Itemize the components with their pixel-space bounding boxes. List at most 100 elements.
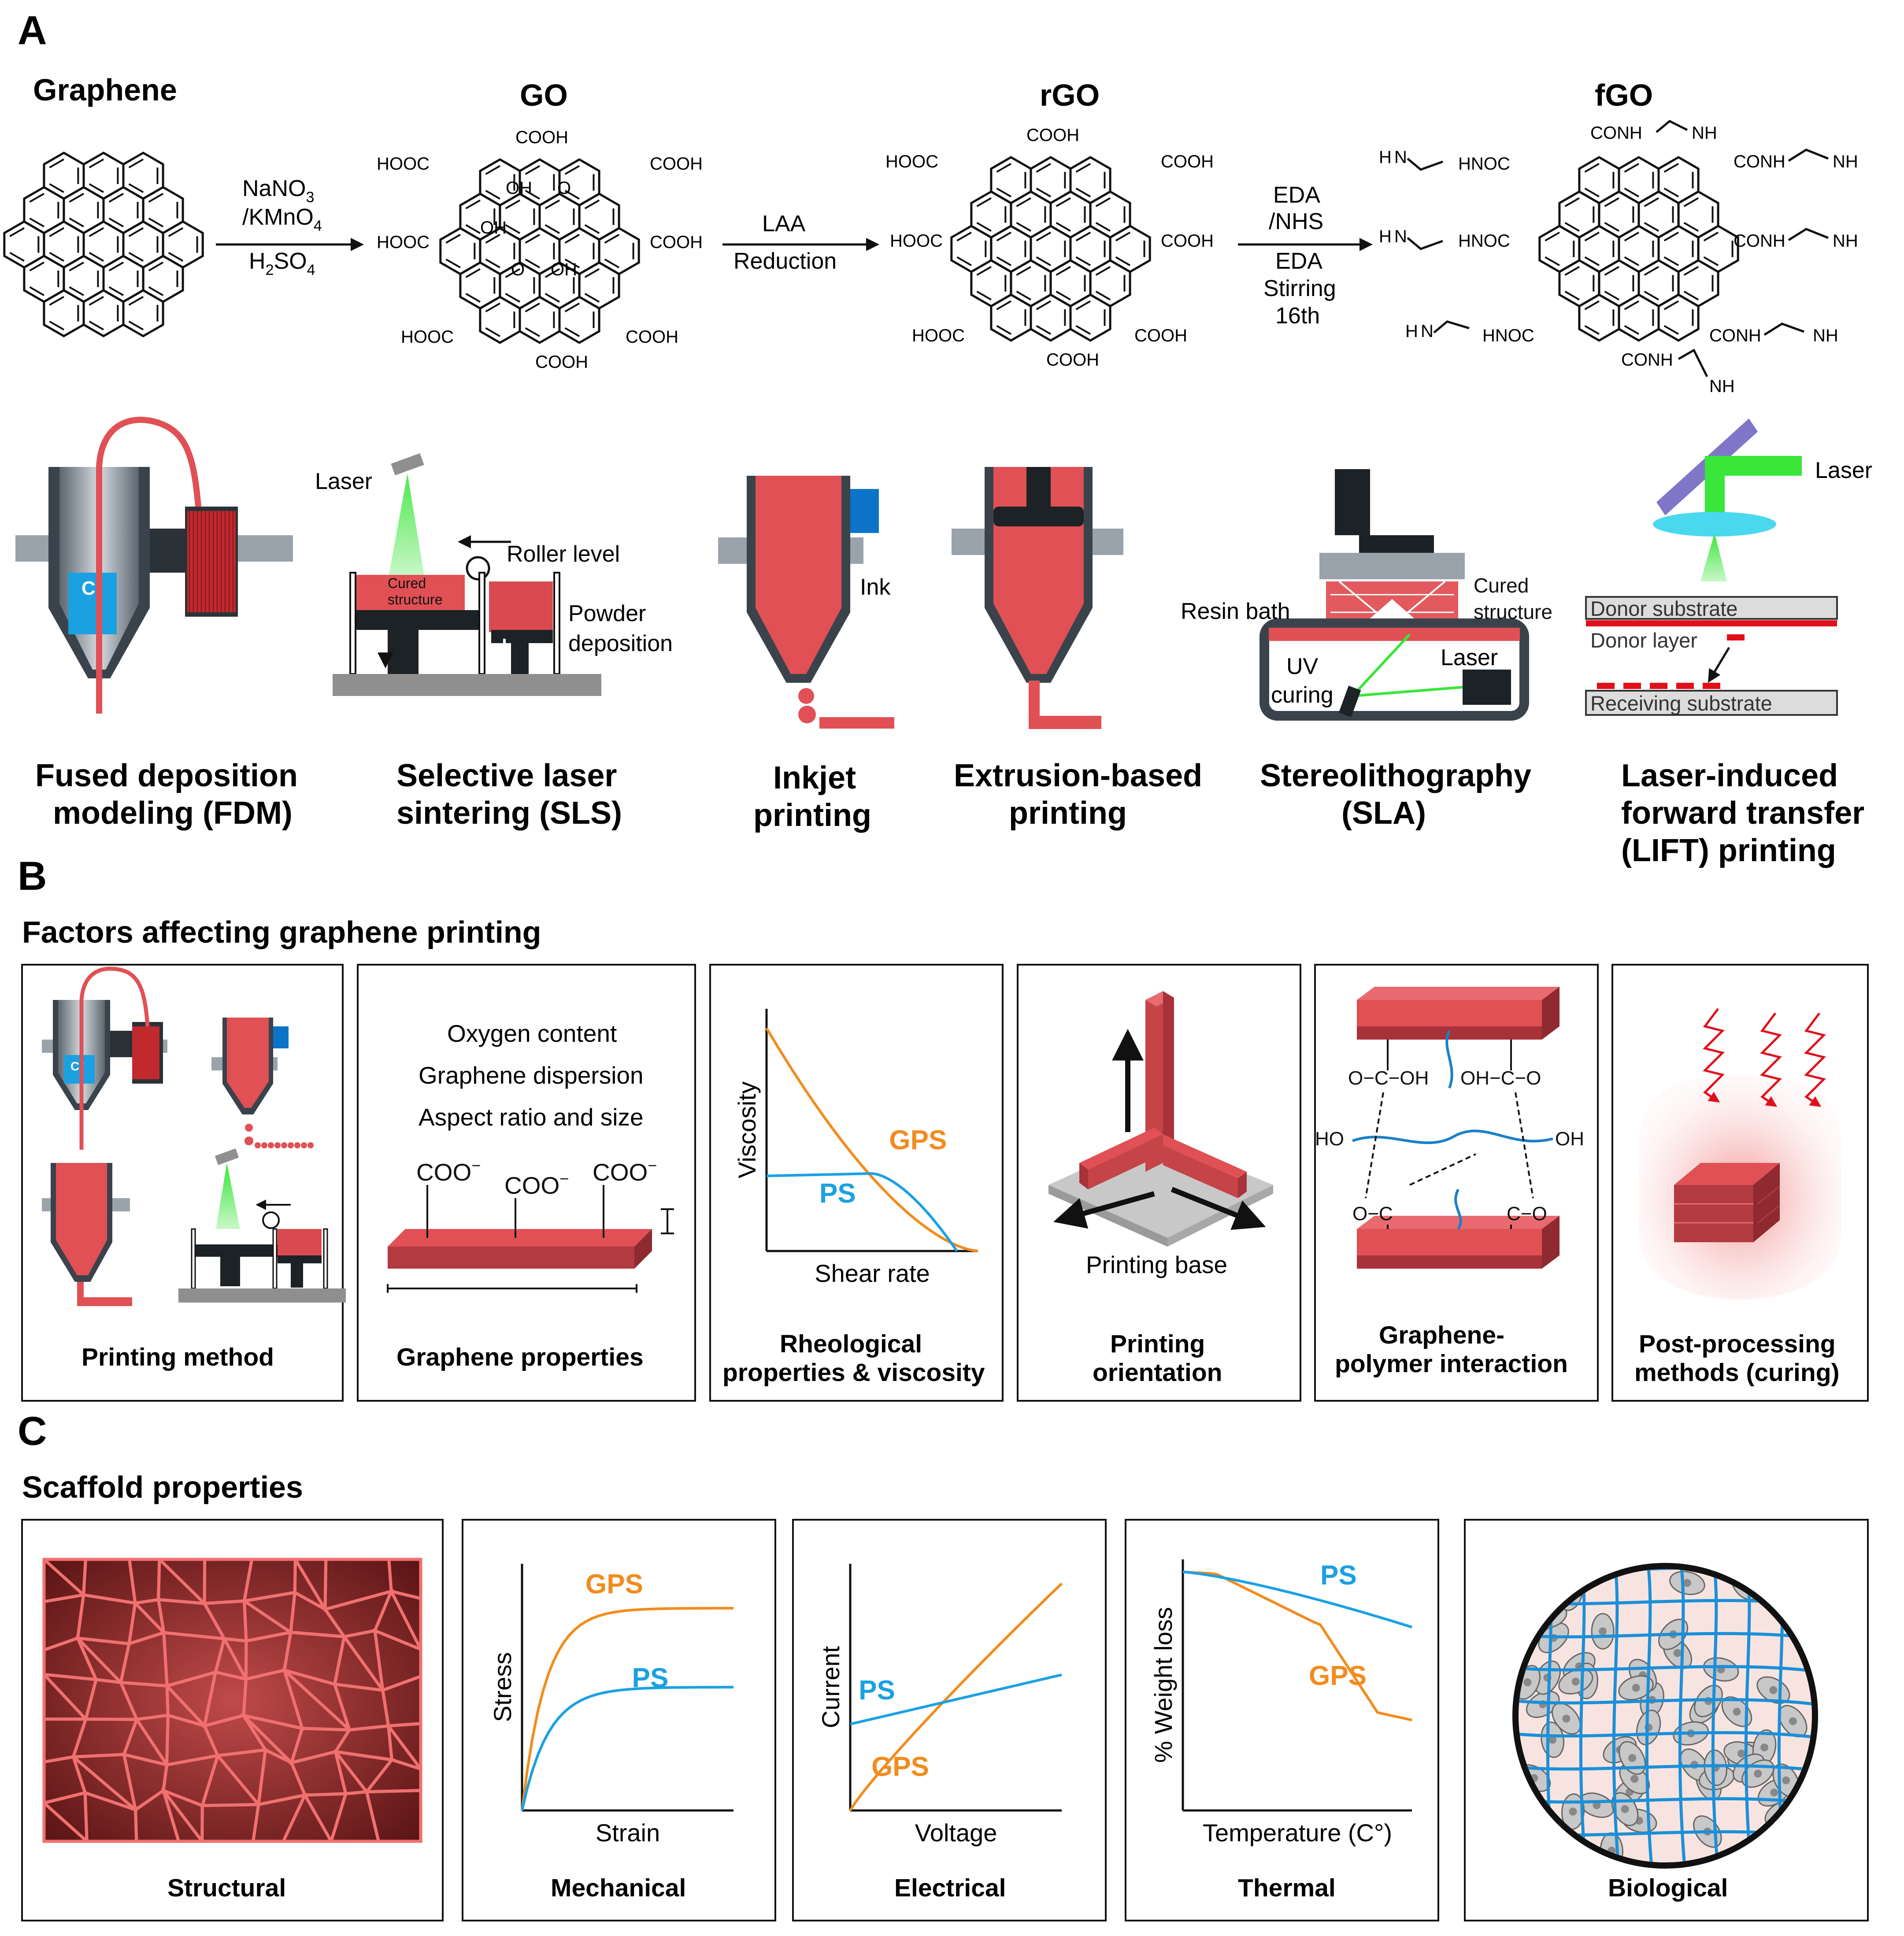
cell-wall [334, 1751, 368, 1793]
ink-droplet [294, 1142, 300, 1148]
double-bond [1703, 231, 1734, 267]
double-bond [1683, 197, 1714, 232]
extrusion-label-2: printing [1009, 796, 1127, 831]
double-bond [1624, 231, 1654, 267]
lift-label-3: (LIFT) printing [1621, 833, 1836, 868]
cell [1785, 1576, 1812, 1607]
box-structural [21, 1519, 444, 1921]
double-bond [1056, 197, 1086, 232]
svg-text:HO: HO [1315, 1128, 1344, 1150]
step1-nano3: NaNO3 [242, 176, 314, 206]
double-bond [584, 268, 615, 303]
fdm-filament-spool [187, 511, 236, 612]
ink-droplet [307, 1142, 314, 1148]
biological-illustration [1512, 1563, 1818, 1869]
svg-text:UV: UV [1286, 654, 1319, 679]
svg-text:CONH: CONH [1709, 326, 1761, 345]
svg-text:O: O [557, 178, 571, 198]
step3-stirring: Stirring [1263, 276, 1336, 301]
svg-text:COOH: COOH [1046, 350, 1099, 370]
cell-wall [134, 1602, 165, 1634]
rgo-functional-groups: COOH HOOC COOH HOOC COOH HOOC COOH COOH [885, 126, 1214, 370]
series-label: GPS [585, 1569, 643, 1599]
inkjet-label-1: Inkjet [773, 760, 856, 796]
label-printing-method: Printing method [81, 1343, 274, 1371]
y-axis-label: Stress [489, 1652, 516, 1722]
lift-label-1: Laser-induced [1621, 758, 1838, 793]
double-bond [505, 268, 535, 303]
step2-laa: LAA [762, 211, 806, 237]
cell-nucleus [1569, 1807, 1577, 1816]
cell-nucleus [1754, 1769, 1762, 1778]
ink-droplet [268, 1142, 274, 1148]
double-bond [1624, 300, 1654, 335]
label-orientation-1: Printing [1110, 1330, 1205, 1358]
spool-body [187, 511, 236, 612]
double-bond [128, 158, 159, 193]
svg-text:COOH: COOH [535, 352, 588, 372]
series-line [766, 1172, 958, 1252]
double-bond [1075, 300, 1106, 335]
hex-ring [558, 296, 600, 344]
svg-text:deposition: deposition [568, 631, 673, 656]
series-line [521, 1607, 733, 1811]
svg-text:COO−: COO− [416, 1156, 481, 1186]
rgo-title: rGO [1040, 78, 1100, 112]
double-bond [1036, 231, 1066, 267]
fgo-title: fGO [1595, 78, 1653, 112]
cell-nucleus [1782, 1776, 1790, 1784]
svg-text:HOOC: HOOC [377, 233, 430, 252]
cell [1786, 1586, 1812, 1613]
series-label: PS [1320, 1560, 1357, 1591]
step1-kmno4: /KMnO4 [242, 204, 322, 234]
step1-h2so4: H2SO4 [249, 248, 315, 278]
svg-text:structure: structure [388, 592, 442, 607]
svg-text:Receiving substrate: Receiving substrate [1590, 692, 1772, 715]
double-bond [1584, 300, 1615, 335]
double-bond [1604, 197, 1634, 232]
interaction-illustration: O−C−OH OH−C−O HO OH O−C C−O [1315, 987, 1584, 1269]
double-bond [545, 199, 575, 234]
step3-eda2: EDA [1275, 248, 1322, 274]
sls-label-1: Selective laser [396, 758, 617, 793]
double-bond [525, 233, 555, 269]
y-axis-label: Current [817, 1646, 845, 1728]
step3-time: 16th [1275, 303, 1320, 329]
cell-nucleus [1562, 1714, 1571, 1723]
svg-text:COOH: COOH [626, 327, 678, 347]
cell-wall [364, 1789, 422, 1843]
series-label: GPS [871, 1752, 929, 1782]
double-bond [1604, 266, 1634, 301]
label-interaction-1: Graphene- [1379, 1321, 1504, 1349]
double-bond [49, 227, 79, 262]
svg-text:Donor substrate: Donor substrate [1590, 597, 1737, 620]
step3-eda: EDA [1273, 182, 1320, 208]
box-mechanical [462, 1519, 776, 1921]
svg-text:N: N [1394, 148, 1407, 167]
cell-wall [243, 1599, 292, 1634]
graphene-lattice [3, 152, 204, 337]
svg-text:HNOC: HNOC [1458, 154, 1510, 174]
label-structural: Structural [167, 1874, 286, 1902]
double-bond [1075, 231, 1106, 267]
svg-text:CONH: CONH [1734, 231, 1785, 251]
svg-text:curing: curing [1271, 682, 1334, 708]
double-bond [604, 233, 634, 269]
cell-wall [43, 1558, 85, 1596]
double-bond [1624, 163, 1654, 198]
svg-text:Laser: Laser [1441, 645, 1498, 670]
series-label: GPS [889, 1125, 947, 1155]
lift-label-2: forward transfer [1621, 796, 1864, 831]
cell-nucleus [1621, 1805, 1629, 1814]
svg-text:Resin bath: Resin bath [1181, 599, 1290, 624]
double-bond [148, 261, 178, 296]
panel-b-letter: B [18, 854, 47, 899]
svg-text:N: N [1394, 227, 1407, 246]
double-bond [525, 165, 555, 200]
cell-nucleus [1628, 1754, 1637, 1762]
box-printing-method [21, 964, 344, 1402]
label-post-1: Post-processing [1639, 1330, 1836, 1358]
go-title: GO [520, 78, 568, 112]
